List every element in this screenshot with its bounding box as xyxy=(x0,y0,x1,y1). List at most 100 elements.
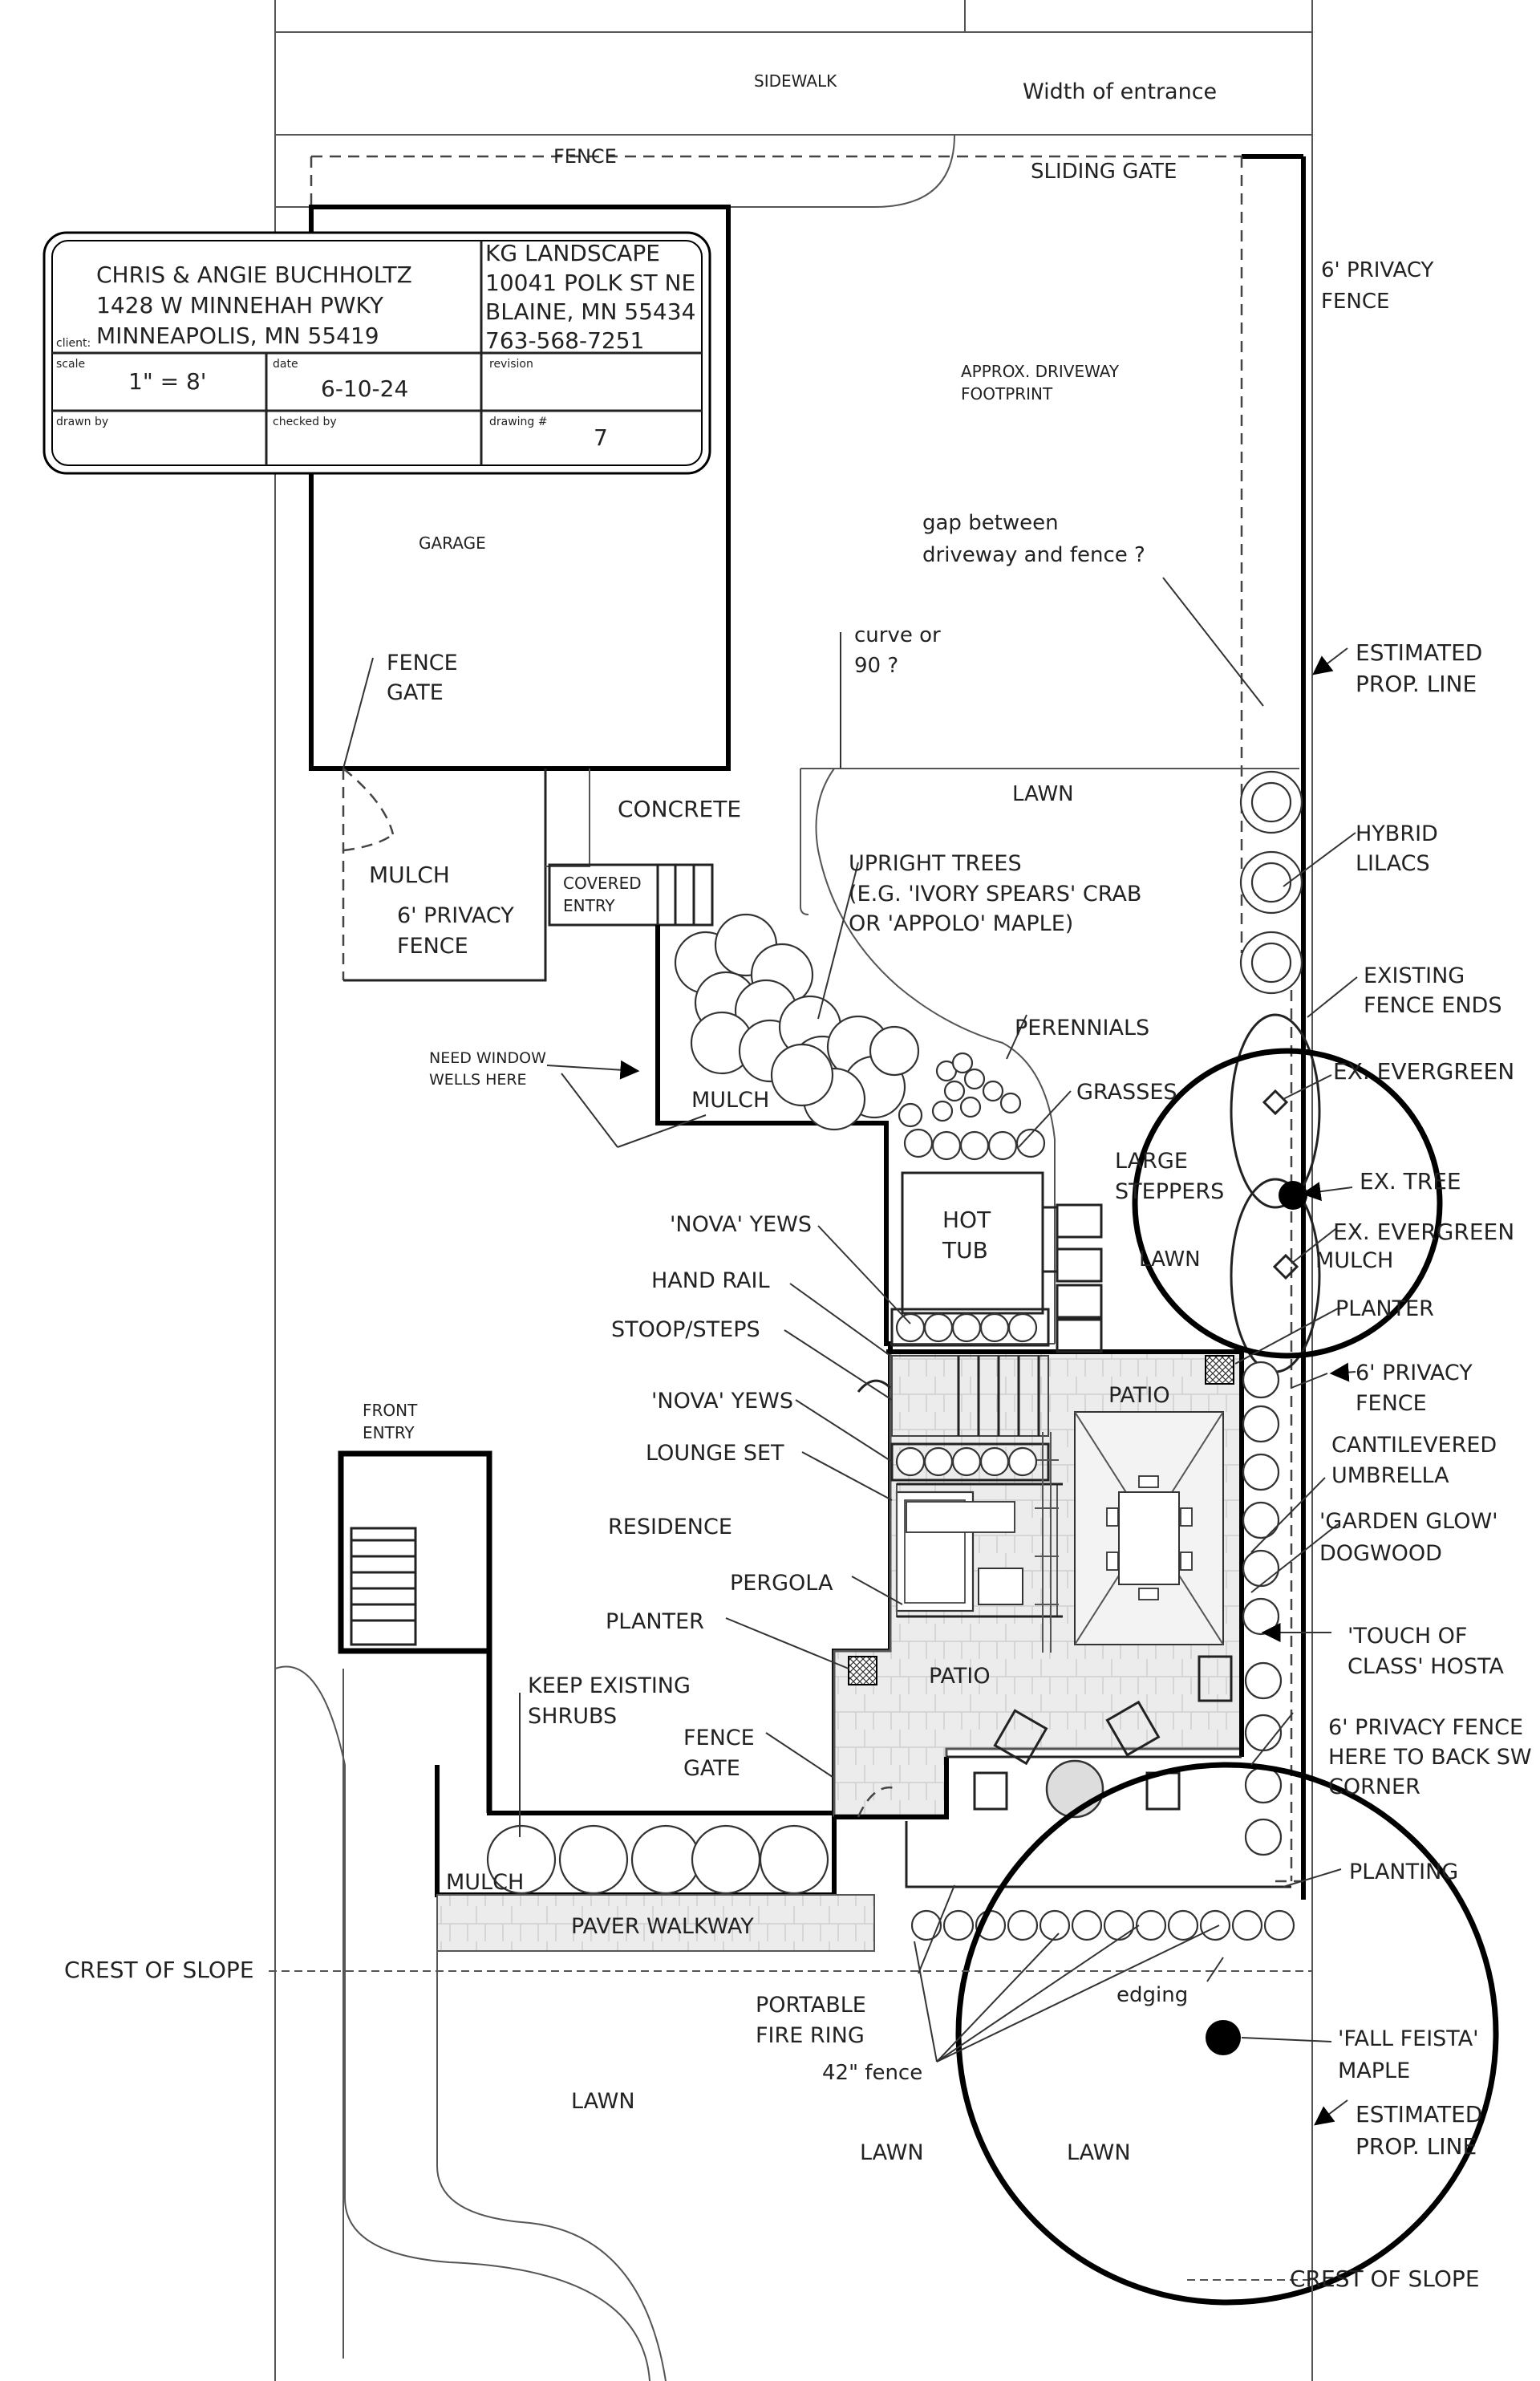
hybrid-lilacs xyxy=(1239,770,1303,995)
label-front-entry-2: ENTRY xyxy=(363,1423,415,1442)
label-privacy-fence-3a: 6' PRIVACY xyxy=(1356,1361,1473,1385)
label-curve-1: curve or xyxy=(854,623,941,647)
label-touch-1: 'TOUCH OF xyxy=(1348,1624,1467,1649)
existing-evergreens xyxy=(1132,1013,1443,1373)
tb-client-name: CHRIS & ANGIE BUCHHOLTZ xyxy=(96,262,412,288)
tb-client-street: 1428 W MINNEHAH PWKY xyxy=(96,292,384,318)
portable-fire-ring xyxy=(1045,1759,1104,1819)
right-border-shrubs xyxy=(1242,1361,1283,1856)
bottom-planting-bed xyxy=(905,1821,1295,1941)
tb-client-city: MINNEAPOLIS, MN 55419 xyxy=(96,322,379,349)
front-entry-steps xyxy=(350,1527,417,1646)
label-privacy-fence-4c: CORNER xyxy=(1328,1775,1420,1799)
label-portable-1: PORTABLE xyxy=(756,1993,866,2018)
label-existing-fence-1: EXISTING xyxy=(1364,963,1465,988)
label-crest-right: CREST OF SLOPE xyxy=(1290,2265,1480,2292)
label-sliding-gate: SLIDING GATE xyxy=(1031,160,1177,184)
fall-fiesta-maple-canopy xyxy=(955,1762,1499,2306)
label-cantilevered-1: CANTILEVERED xyxy=(1331,1433,1497,1458)
tb-company-city: BLAINE, MN 55434 xyxy=(485,298,695,325)
large-steppers xyxy=(1056,1203,1103,1353)
label-lawn-top: LAWN xyxy=(1012,782,1074,806)
label-hand-rail: HAND RAIL xyxy=(651,1268,770,1293)
label-garden-glow-2: DOGWOOD xyxy=(1319,1541,1442,1566)
label-privacy-fence-3b: FENCE xyxy=(1356,1391,1427,1416)
label-portable-2: FIRE RING xyxy=(756,2023,865,2048)
tb-company-phone: 763-568-7251 xyxy=(485,327,644,354)
label-perennials: PERENNIALS xyxy=(1015,1016,1149,1040)
label-patio-lower: PATIO xyxy=(929,1664,991,1689)
tb-scale-value: 1" = 8' xyxy=(128,368,206,395)
label-concrete: CONCRETE xyxy=(618,796,741,822)
tb-company-street: 10041 POLK ST NE xyxy=(485,270,695,296)
label-approx-driveway-2: FOOTPRINT xyxy=(961,384,1053,404)
label-covered-entry-1: COVERED xyxy=(563,874,642,893)
planter-right-box xyxy=(1205,1355,1234,1385)
tb-drawing-no-value: 7 xyxy=(594,424,608,451)
label-est-prop-1a: ESTIMATED xyxy=(1356,639,1482,666)
label-hot-tub-2: TUB xyxy=(942,1237,988,1264)
leader-lines xyxy=(342,577,1358,2126)
label-crest-left: CREST OF SLOPE xyxy=(64,1957,254,1983)
label-privacy-fence-4b: HERE TO BACK SW xyxy=(1328,1745,1532,1770)
label-hot-tub-1: HOT xyxy=(942,1207,991,1233)
label-est-prop-2a: ESTIMATED xyxy=(1356,2101,1482,2127)
label-hybrid-1: HYBRID xyxy=(1356,821,1438,846)
label-est-prop-2b: PROP. LINE xyxy=(1356,2133,1477,2160)
label-fence-top: FENCE xyxy=(553,145,617,168)
upright-trees xyxy=(674,913,920,1131)
label-ex-evergreen-1: EX. EVERGREEN xyxy=(1333,1058,1514,1085)
label-lounge-set: LOUNGE SET xyxy=(646,1441,784,1466)
label-window-wells-1: NEED WINDOW xyxy=(429,1049,546,1067)
label-fence-gate-1a: FENCE xyxy=(387,651,458,675)
pergola xyxy=(896,1432,1063,1653)
label-pergola: PERGOLA xyxy=(730,1571,833,1596)
label-mulch-bottom: MULCH xyxy=(446,1870,524,1895)
label-stoop-steps: STOOP/STEPS xyxy=(611,1317,760,1342)
label-patio-upper: PATIO xyxy=(1108,1383,1170,1408)
label-mulch-mid: MULCH xyxy=(691,1088,769,1113)
label-fall-fiesta-2: MAPLE xyxy=(1338,2059,1410,2083)
label-fence-42: 42" fence xyxy=(822,2061,922,2085)
label-lawn-bl: LAWN xyxy=(571,2089,635,2114)
label-keep-2: SHRUBS xyxy=(528,1704,617,1729)
label-existing-fence-2: FENCE ENDS xyxy=(1364,993,1502,1018)
label-est-prop-1b: PROP. LINE xyxy=(1356,671,1477,697)
tb-checked-by-label: checked by xyxy=(273,416,337,428)
tb-scale-label: scale xyxy=(56,358,85,371)
label-grasses: GRASSES xyxy=(1076,1080,1177,1105)
label-lawn-circle: LAWN xyxy=(1139,1247,1201,1272)
label-touch-2: CLASS' HOSTA xyxy=(1348,1654,1504,1679)
label-nova-yews-2: 'NOVA' YEWS xyxy=(651,1389,793,1414)
tb-revision-label: revision xyxy=(489,358,533,371)
label-fence-gate-1b: GATE xyxy=(387,680,444,705)
label-cantilevered-2: UMBRELLA xyxy=(1331,1463,1449,1488)
garage-outline xyxy=(309,205,731,771)
label-mulch-right: MULCH xyxy=(1315,1248,1393,1273)
label-gap-2: driveway and fence ? xyxy=(922,543,1145,567)
label-curve-2: 90 ? xyxy=(854,654,898,678)
label-privacy-fence-1a: 6' PRIVACY xyxy=(1321,258,1434,282)
lounge-set xyxy=(895,1491,1023,1612)
label-window-wells-2: WELLS HERE xyxy=(429,1071,527,1089)
label-garage: GARAGE xyxy=(419,533,486,553)
label-paver-walkway: PAVER WALKWAY xyxy=(571,1914,754,1939)
label-width-of-entrance: Width of entrance xyxy=(1023,79,1217,104)
label-fence-gate-2a: FENCE xyxy=(683,1726,755,1750)
existing-shrubs-row xyxy=(486,1824,829,1895)
label-large-steppers-1: LARGE xyxy=(1115,1149,1188,1174)
label-upright-2: (E.G. 'IVORY SPEARS' CRAB xyxy=(849,882,1141,907)
perennial-bed xyxy=(931,1052,1022,1122)
label-large-steppers-2: STEPPERS xyxy=(1115,1179,1224,1204)
label-front-entry-1: FRONT xyxy=(363,1401,418,1420)
planter-left-box xyxy=(848,1656,877,1685)
label-privacy-fence-4a: 6' PRIVACY FENCE xyxy=(1328,1715,1523,1740)
label-fall-fiesta-1: 'FALL FEISTA' xyxy=(1338,2026,1479,2051)
tb-date-value: 6-10-24 xyxy=(321,375,408,402)
label-planting: PLANTING xyxy=(1349,1860,1458,1884)
label-ex-evergreen-2: EX. EVERGREEN xyxy=(1333,1219,1514,1245)
label-planter-left: PLANTER xyxy=(606,1609,704,1634)
label-nova-yews-1: 'NOVA' YEWS xyxy=(670,1212,812,1237)
label-privacy-fence-1b: FENCE xyxy=(1321,290,1389,314)
